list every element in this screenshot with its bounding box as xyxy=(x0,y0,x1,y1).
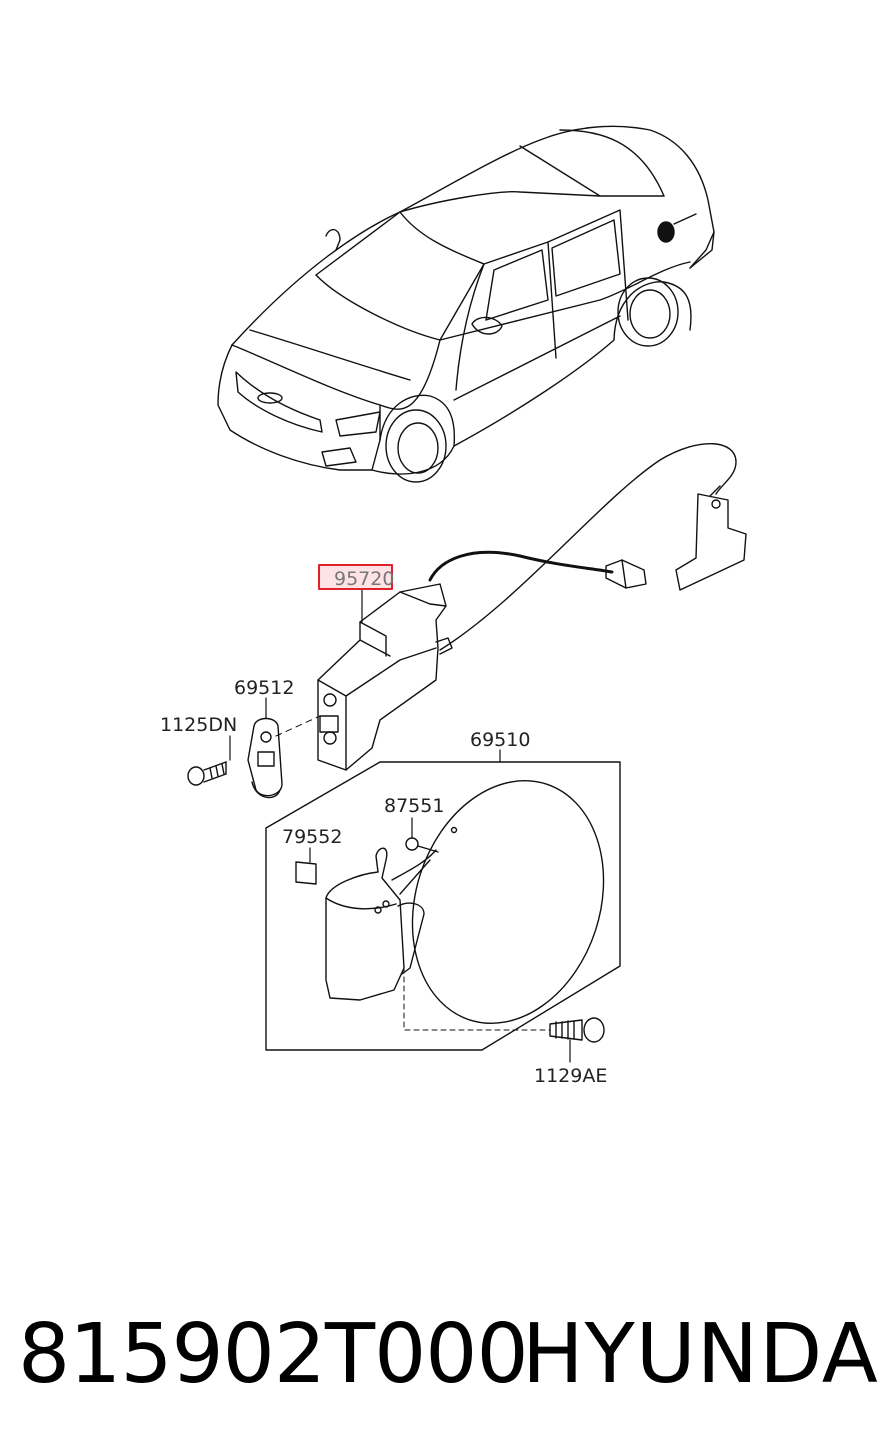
label-87551: 87551 xyxy=(384,795,444,817)
label-95720: 95720 xyxy=(334,568,394,590)
brand-text: HYUNDAI xyxy=(522,1307,886,1402)
fuel-door-opener-assembly xyxy=(275,442,747,771)
highlight-box-95720 xyxy=(318,564,393,590)
car-illustration xyxy=(217,125,715,483)
part-number-text: 815902T000 xyxy=(18,1307,529,1402)
label-69512: 69512 xyxy=(234,677,294,699)
label-69510: 69510 xyxy=(470,729,530,751)
footer-caption: 815902T000 HYUNDAI xyxy=(0,1290,886,1420)
label-1129AE: 1129AE xyxy=(534,1065,607,1087)
part-1125DN-bolt xyxy=(187,761,227,786)
leader-lines xyxy=(229,589,571,1063)
label-79552: 79552 xyxy=(282,826,342,848)
part-69510-assembly xyxy=(265,761,621,1051)
part-69512-shape xyxy=(247,717,283,799)
label-1125DN: 1125DN xyxy=(160,714,237,736)
